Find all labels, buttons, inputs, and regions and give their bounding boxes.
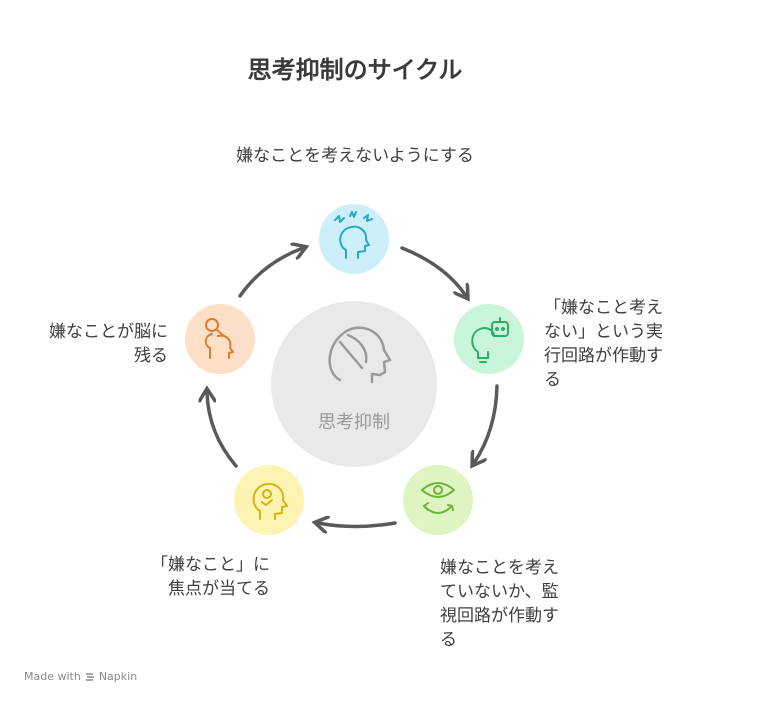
step-3-label: 嫌なことを考え ていないか、監 視回路が作動す る bbox=[440, 558, 559, 650]
arrow-4 bbox=[207, 392, 238, 468]
step-4-circle bbox=[234, 465, 304, 535]
eye-cycle-icon bbox=[421, 482, 455, 514]
step-2-circle bbox=[454, 304, 524, 374]
thinking-head-icon bbox=[252, 483, 288, 520]
step-4-label: 「嫌なこと」に 焦点が当てる bbox=[151, 555, 270, 599]
step-5-circle bbox=[185, 304, 255, 374]
step-5-label: 嫌なことが脳に 残る bbox=[49, 322, 168, 366]
step-1-circle bbox=[319, 204, 389, 274]
footer: Made with Napkin bbox=[24, 670, 137, 683]
arrow-3 bbox=[318, 523, 397, 527]
lightbulb-robot-icon bbox=[471, 317, 509, 363]
step-2-label: 「嫌なこと考え ない」という実 行回路が作動す る bbox=[544, 298, 663, 390]
footer-brand: Napkin bbox=[98, 670, 138, 683]
napkin-logo-icon bbox=[85, 672, 94, 681]
arrow-1 bbox=[400, 246, 466, 296]
arrow-5 bbox=[238, 248, 303, 298]
step-1-label: 嫌なことを考えないようにする bbox=[236, 146, 474, 166]
person-head-icon bbox=[204, 318, 234, 359]
suppressed-thought-head-icon bbox=[328, 326, 392, 384]
footer-prefix: Made with bbox=[24, 670, 81, 683]
arrow-2 bbox=[474, 384, 499, 463]
step-3-circle bbox=[403, 465, 473, 535]
center-label: 思考抑制 bbox=[318, 412, 390, 433]
diagram-title: 思考抑制のサイクル bbox=[247, 56, 463, 84]
center-circle bbox=[271, 301, 437, 467]
stressed-head-icon bbox=[334, 211, 373, 259]
